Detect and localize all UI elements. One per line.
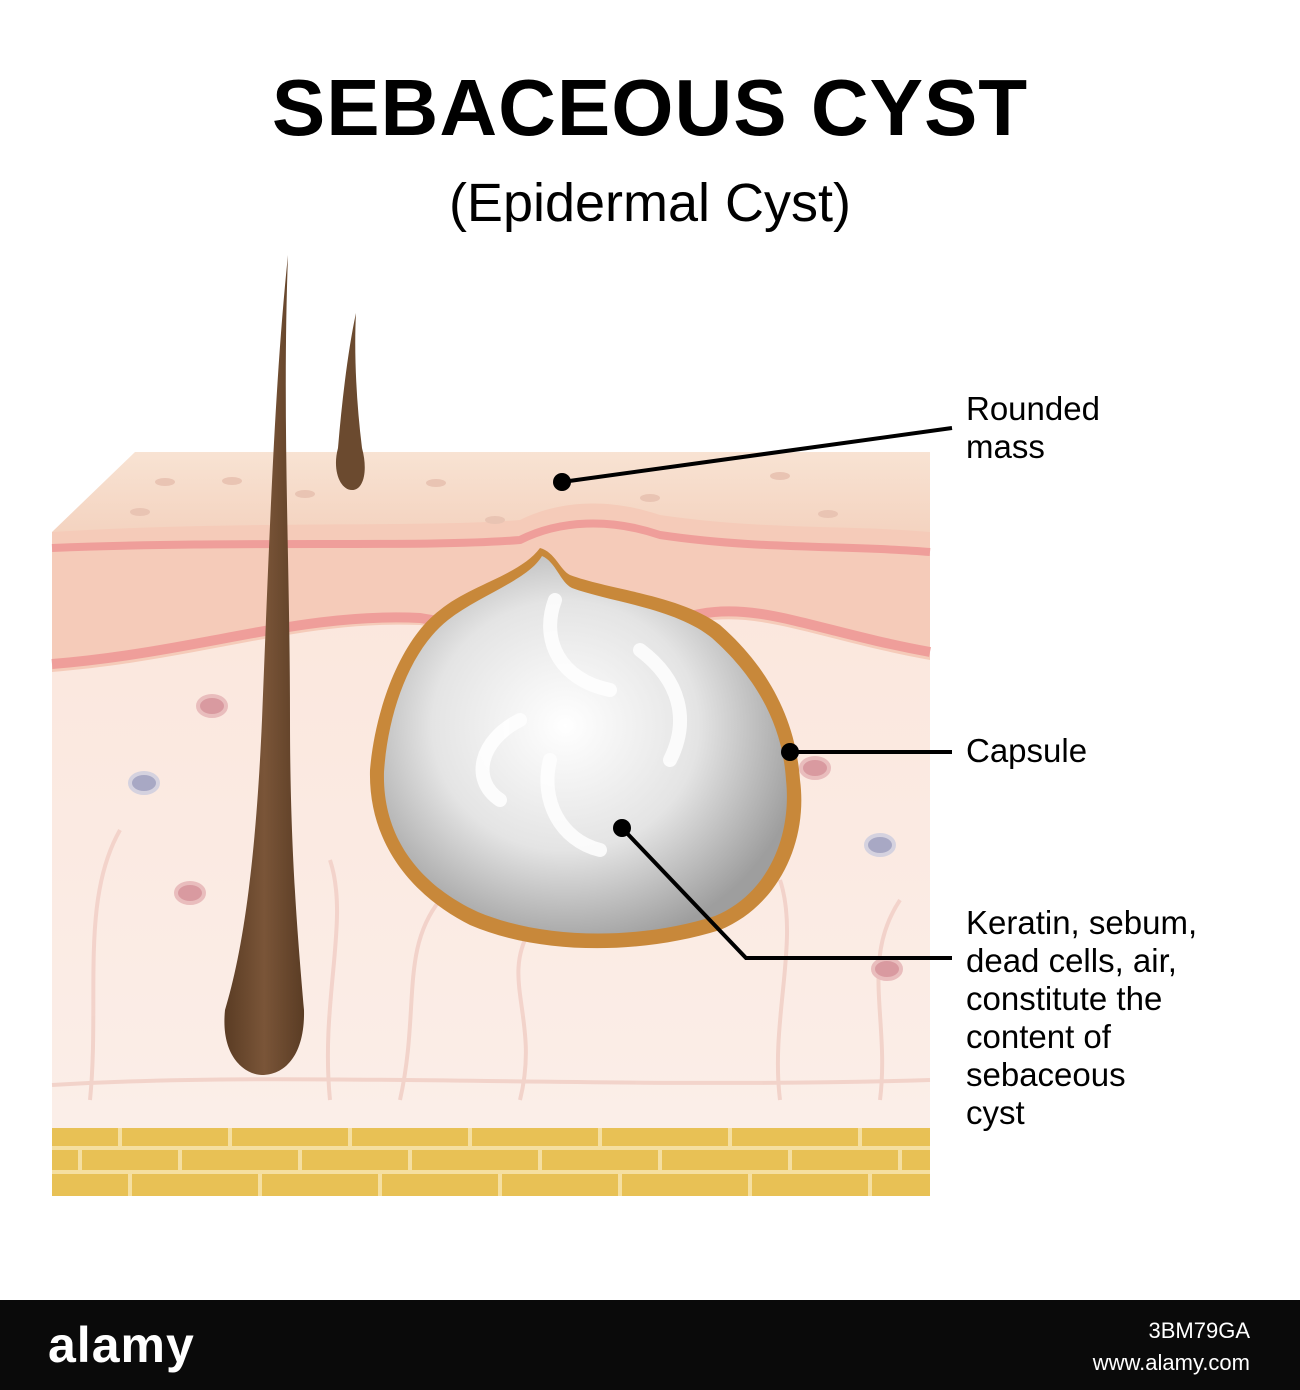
label-capsule: Capsule	[966, 732, 1087, 770]
diagram-title: SEBACEOUS CYST	[271, 63, 1029, 152]
marker-content	[613, 819, 631, 837]
leader-lines	[561, 426, 953, 960]
diagram-subtitle: (Epidermal Cyst)	[448, 173, 852, 233]
marker-rounded-mass	[553, 473, 571, 491]
footer-image-id: 3BM79GA	[1148, 1318, 1251, 1343]
label-rounded-mass-line: Rounded	[966, 390, 1100, 427]
hair-shaft-large	[224, 255, 305, 1075]
label-content-line: sebaceous	[966, 1056, 1126, 1093]
label-capsule-line: Capsule	[966, 732, 1088, 769]
fat-layer	[52, 1128, 930, 1196]
leader-rounded-mass	[561, 426, 953, 484]
label-rounded-mass-line: mass	[966, 428, 1045, 465]
skin-cross-section-diagram	[51, 255, 953, 1196]
label-content-line: cyst	[966, 1094, 1025, 1131]
label-content-line: content of	[966, 1018, 1111, 1055]
label-cyst-content: Keratin, sebum, dead cells, air, constit…	[966, 904, 1197, 1132]
label-content-line: constitute the	[966, 980, 1163, 1017]
footer-url: www.alamy.com	[1092, 1350, 1250, 1375]
leader-content	[620, 826, 952, 960]
cyst-content	[383, 556, 787, 934]
marker-capsule	[781, 743, 799, 761]
label-content-line: dead cells, air,	[966, 942, 1177, 979]
cyst-highlights	[475, 593, 687, 857]
hair-shaft-small	[335, 313, 365, 490]
label-content-line: Keratin, sebum,	[966, 904, 1198, 941]
footer-bar: alamy 3BM79GA www.alamy.com	[0, 1300, 1300, 1390]
blood-vessels	[51, 829, 931, 1101]
label-rounded-mass: Rounded mass	[966, 390, 1100, 466]
skin-pores	[130, 472, 838, 524]
footer-logo: alamy	[48, 1317, 195, 1373]
fat-cells	[52, 1128, 930, 1196]
dermal-cells	[128, 694, 903, 981]
